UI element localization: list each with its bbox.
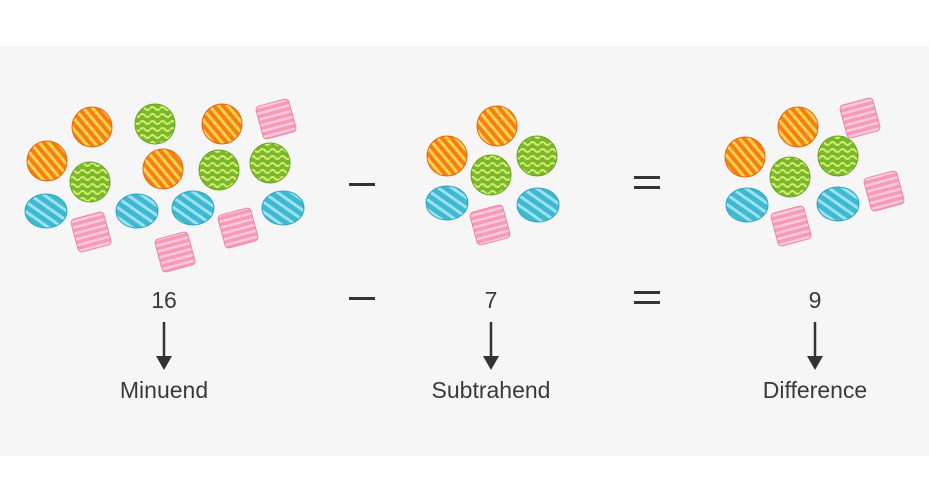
orange-candy-icon	[26, 140, 68, 182]
blue-candy-icon	[171, 190, 215, 226]
green-candy-icon	[69, 161, 111, 203]
blue-candy-icon	[261, 190, 305, 226]
green-candy-icon	[516, 135, 558, 177]
pink-candy-icon	[770, 205, 812, 247]
pink-candy-icon	[255, 98, 297, 140]
equals-sign-icon	[634, 291, 660, 294]
minus-sign-icon	[349, 297, 375, 300]
difference-candy-group	[724, 97, 905, 247]
minuend-candy-group	[24, 98, 305, 273]
equals-sign-icon-bar	[634, 301, 660, 304]
pink-candy-icon	[154, 231, 196, 273]
down-arrow-icon	[483, 322, 499, 370]
orange-candy-icon	[476, 105, 518, 147]
pink-candy-icon	[469, 204, 511, 246]
blue-candy-icon	[516, 187, 560, 223]
equals-sign-icon-bar	[634, 186, 660, 189]
blue-candy-icon	[24, 193, 68, 229]
orange-candy-icon	[724, 136, 766, 178]
subtrahend-number: 7	[484, 287, 498, 313]
orange-candy-icon	[71, 106, 113, 148]
green-candy-icon	[249, 142, 291, 184]
equals-sign-icon	[634, 176, 660, 179]
difference-label: Difference	[762, 377, 868, 403]
pink-candy-icon	[217, 207, 259, 249]
blue-candy-icon	[425, 185, 469, 221]
difference-number: 9	[808, 287, 822, 313]
green-candy-icon	[817, 135, 859, 177]
down-arrow-icon	[156, 322, 172, 370]
green-candy-icon	[769, 156, 811, 198]
subtrahend-label: Subtrahend	[431, 377, 551, 403]
down-arrow-icon	[807, 322, 823, 370]
pink-candy-icon	[839, 97, 881, 139]
minuend-number: 16	[151, 287, 177, 313]
orange-candy-icon	[777, 106, 819, 148]
green-candy-icon	[470, 154, 512, 196]
pink-candy-icon	[863, 170, 905, 212]
pink-candy-icon	[70, 211, 112, 253]
blue-candy-icon	[115, 193, 159, 229]
minuend-label: Minuend	[119, 377, 209, 403]
green-candy-icon	[198, 149, 240, 191]
orange-candy-icon	[142, 148, 184, 190]
orange-candy-icon	[426, 135, 468, 177]
subtrahend-candy-group	[425, 105, 560, 246]
minus-sign-icon	[349, 183, 375, 186]
blue-candy-icon	[725, 187, 769, 223]
green-candy-icon	[134, 103, 176, 145]
orange-candy-icon	[201, 103, 243, 145]
blue-candy-icon	[816, 186, 860, 222]
